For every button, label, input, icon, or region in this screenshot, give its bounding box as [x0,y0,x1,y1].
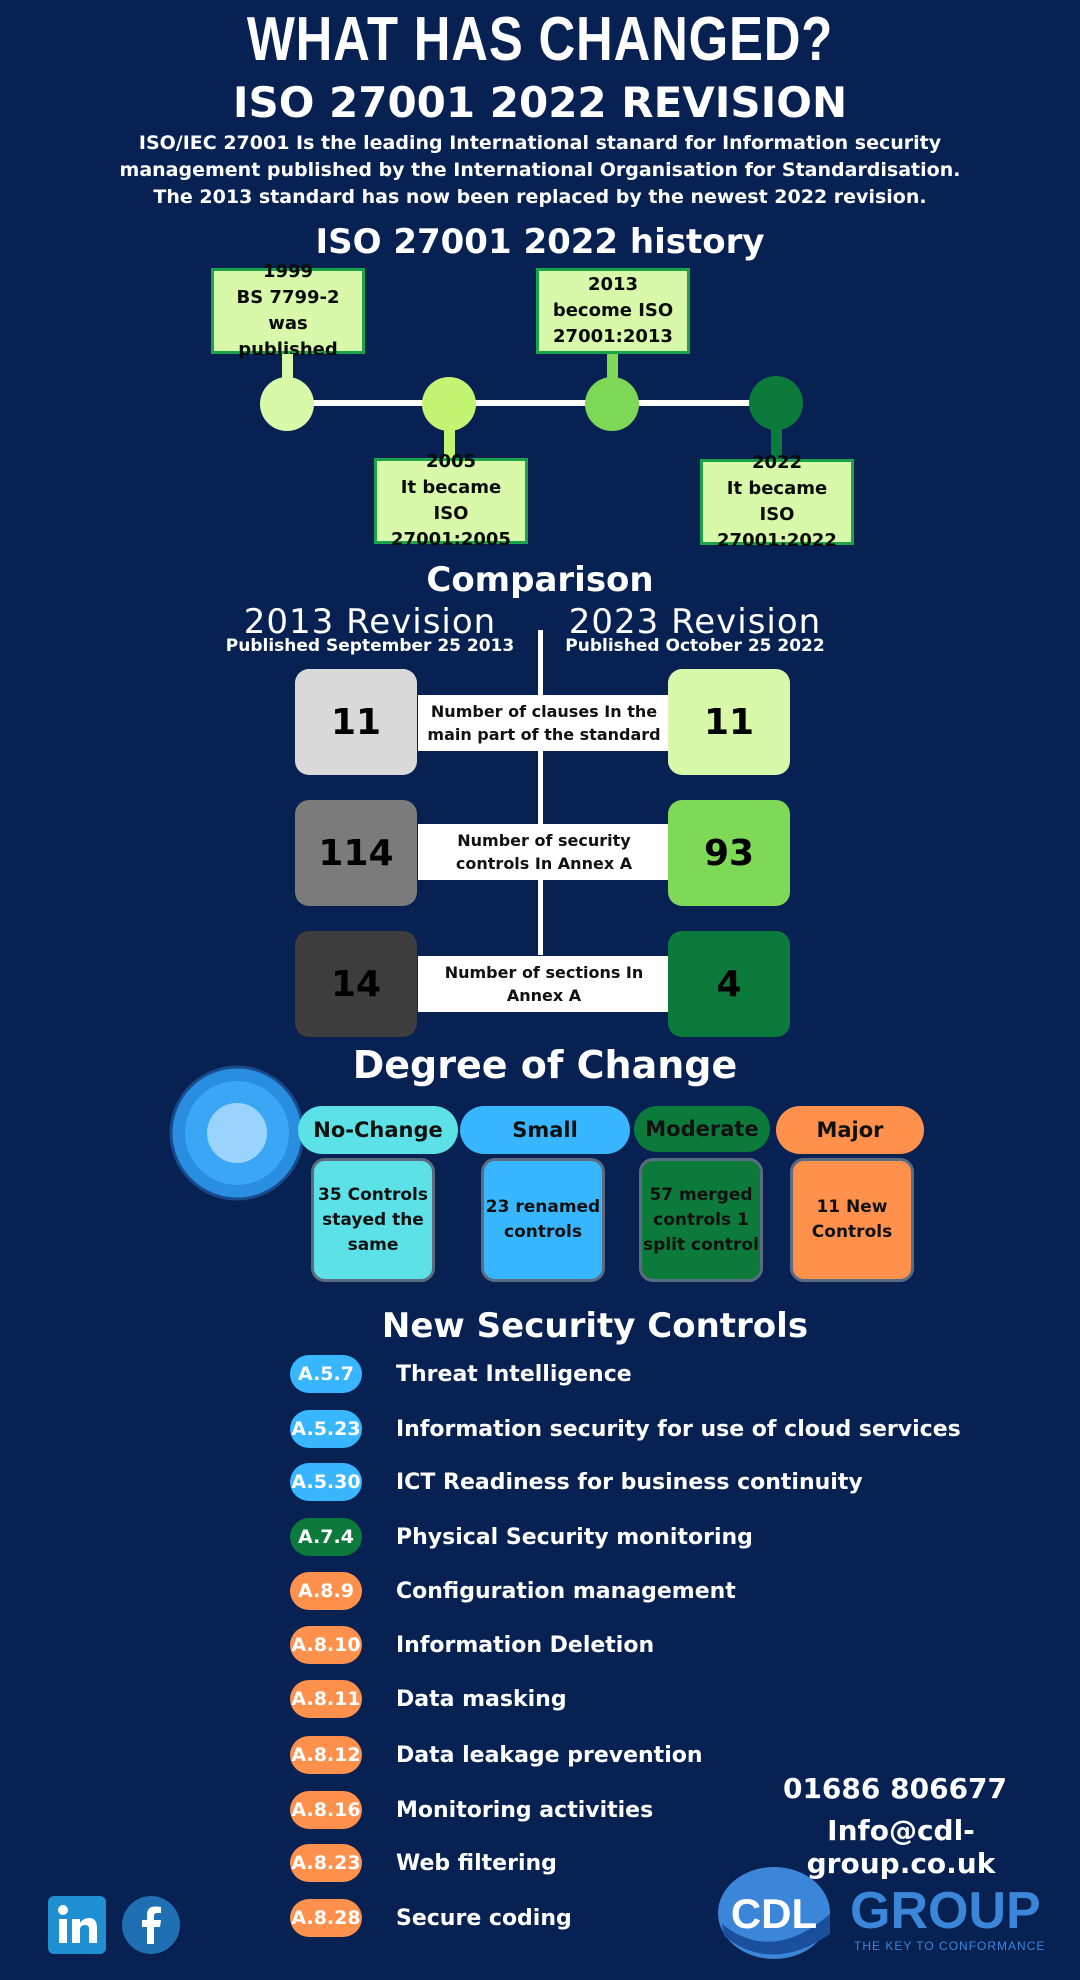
timeline-node [422,377,476,431]
milestone-2005: 2005 It became ISO 27001:2005 [374,451,528,550]
intro-paragraph: ISO/IEC 27001 Is the leading Internation… [119,132,961,208]
new-value: 93 [668,800,790,906]
list-item: A.8.9 Configuration management [290,1571,736,1611]
degree-no-change: No-Change [298,1106,458,1154]
milestone-2013: 2013 become ISO 27001:2013 [536,268,690,354]
degree-moderate: Moderate [634,1106,770,1152]
facebook-icon[interactable] [122,1896,180,1954]
control-name: Physical Security monitoring [396,1524,753,1550]
degree-card-major: 11 New Controls [790,1158,914,1282]
degree-small: Small [460,1106,630,1154]
old-value: 11 [295,669,417,775]
control-name: Monitoring activities [396,1797,654,1823]
timeline-node [585,377,639,431]
milestone-line: ISO 27001:2022 [717,504,837,551]
revision-2023-header: 2023 Revision Published October 25 2022 [555,602,835,656]
milestone-line: 27001:2013 [553,326,673,347]
timeline-node [749,376,803,430]
milestone-line: published [238,339,338,360]
control-code-badge: A.5.7 [290,1355,362,1393]
list-item: A.8.10 Information Deletion [290,1625,654,1665]
history-title: ISO 27001 2022 history [315,222,765,262]
timeline-stem [282,354,293,380]
control-name: Information security for use of cloud se… [396,1416,961,1442]
list-item: A.5.23 Information security for use of c… [290,1409,961,1449]
logo-word: GROUP [850,1882,1041,1940]
page-headline: WHAT HAS CHANGED? [246,5,834,74]
milestone-line: It became [726,478,828,499]
control-code-badge: A.8.16 [290,1791,362,1829]
control-code-badge: A.8.28 [290,1899,362,1937]
milestone-year: 2022 [751,452,803,473]
milestone-line: It became [400,477,502,498]
degree-card-small: 23 renamed controls [481,1158,605,1282]
control-code-badge: A.7.4 [290,1518,362,1556]
target-circle-icon [169,1065,305,1201]
logo-brand: CDL [731,1890,817,1937]
old-value: 14 [295,931,417,1037]
milestone-line: BS 7799-2 was [236,287,340,334]
milestone-year: 2005 [425,451,477,472]
list-item: A.5.7 Threat Intelligence [290,1354,632,1394]
old-value: 114 [295,800,417,906]
list-item: A.8.12 Data leakage prevention [290,1735,703,1775]
milestone-year: 1999 [262,261,314,282]
milestone-line: ISO 27001:2005 [391,503,511,550]
list-item: A.8.23 Web filtering [290,1843,557,1883]
control-name: Configuration management [396,1578,736,1604]
control-code-badge: A.8.11 [290,1680,362,1718]
metric-label: Number of sections In Annex A [418,956,670,1012]
control-code-badge: A.8.23 [290,1844,362,1882]
control-name: Web filtering [396,1850,557,1876]
revision-2013-header: 2013 Revision Published September 25 201… [220,602,520,656]
list-item: A.8.11 Data masking [290,1679,567,1719]
comparison-title: Comparison [426,560,654,600]
page-subtitle: ISO 27001 2022 REVISION [232,78,848,127]
comparison-divider [538,630,543,955]
control-code-badge: A.5.30 [290,1463,362,1501]
new-controls-title: New Security Controls [381,1306,809,1346]
list-item: A.7.4 Physical Security monitoring [290,1517,753,1557]
cdl-group-logo: CDL GROUP THE KEY TO CONFORMANCE [718,1867,1045,1959]
metric-label: Number of clauses In the main part of th… [418,695,670,751]
revision-published: Published October 25 2022 [565,636,825,656]
new-value: 11 [668,669,790,775]
control-name: Data masking [396,1686,567,1712]
revision-published: Published September 25 2013 [225,636,515,656]
new-value: 4 [668,931,790,1037]
timeline-node [260,377,314,431]
control-code-badge: A.8.12 [290,1736,362,1774]
list-item: A.5.30 ICT Readiness for business contin… [290,1462,863,1502]
timeline-line [286,400,776,406]
contact-email[interactable]: Info@cdl-group.co.uk [806,1814,996,1880]
timeline-stem [607,354,618,380]
milestone-year: 2013 [587,274,639,295]
revision-title: 2013 Revision [243,602,497,642]
control-name: ICT Readiness for business continuity [396,1469,863,1495]
milestone-1999: 1999 BS 7799-2 was published [211,261,365,360]
control-code-badge: A.8.9 [290,1572,362,1610]
milestone-line: become ISO [552,300,674,321]
list-item: A.8.28 Secure coding [290,1898,572,1938]
timeline-stem [771,428,782,462]
control-name: Threat Intelligence [396,1361,632,1387]
contact-phone[interactable]: 01686 806677 [782,1772,1008,1805]
metric-label: Number of security controls In Annex A [418,824,670,880]
degree-card-no-change: 35 Controls stayed the same [311,1158,435,1282]
revision-title: 2023 Revision [568,602,822,642]
milestone-2022: 2022 It became ISO 27001:2022 [700,452,854,551]
degree-major: Major [776,1106,924,1154]
degree-title: Degree of Change [352,1043,738,1087]
list-item: A.8.16 Monitoring activities [290,1790,653,1830]
control-name: Information Deletion [396,1632,655,1658]
control-name: Data leakage prevention [396,1742,703,1768]
control-code-badge: A.5.23 [290,1410,362,1448]
degree-card-moderate: 57 merged controls 1 split control [639,1158,763,1282]
control-code-badge: A.8.10 [290,1626,362,1664]
timeline-stem [444,428,455,460]
control-name: Secure coding [396,1905,572,1931]
logo-tagline: THE KEY TO CONFORMANCE [854,1939,1045,1953]
linkedin-icon[interactable] [48,1896,106,1954]
